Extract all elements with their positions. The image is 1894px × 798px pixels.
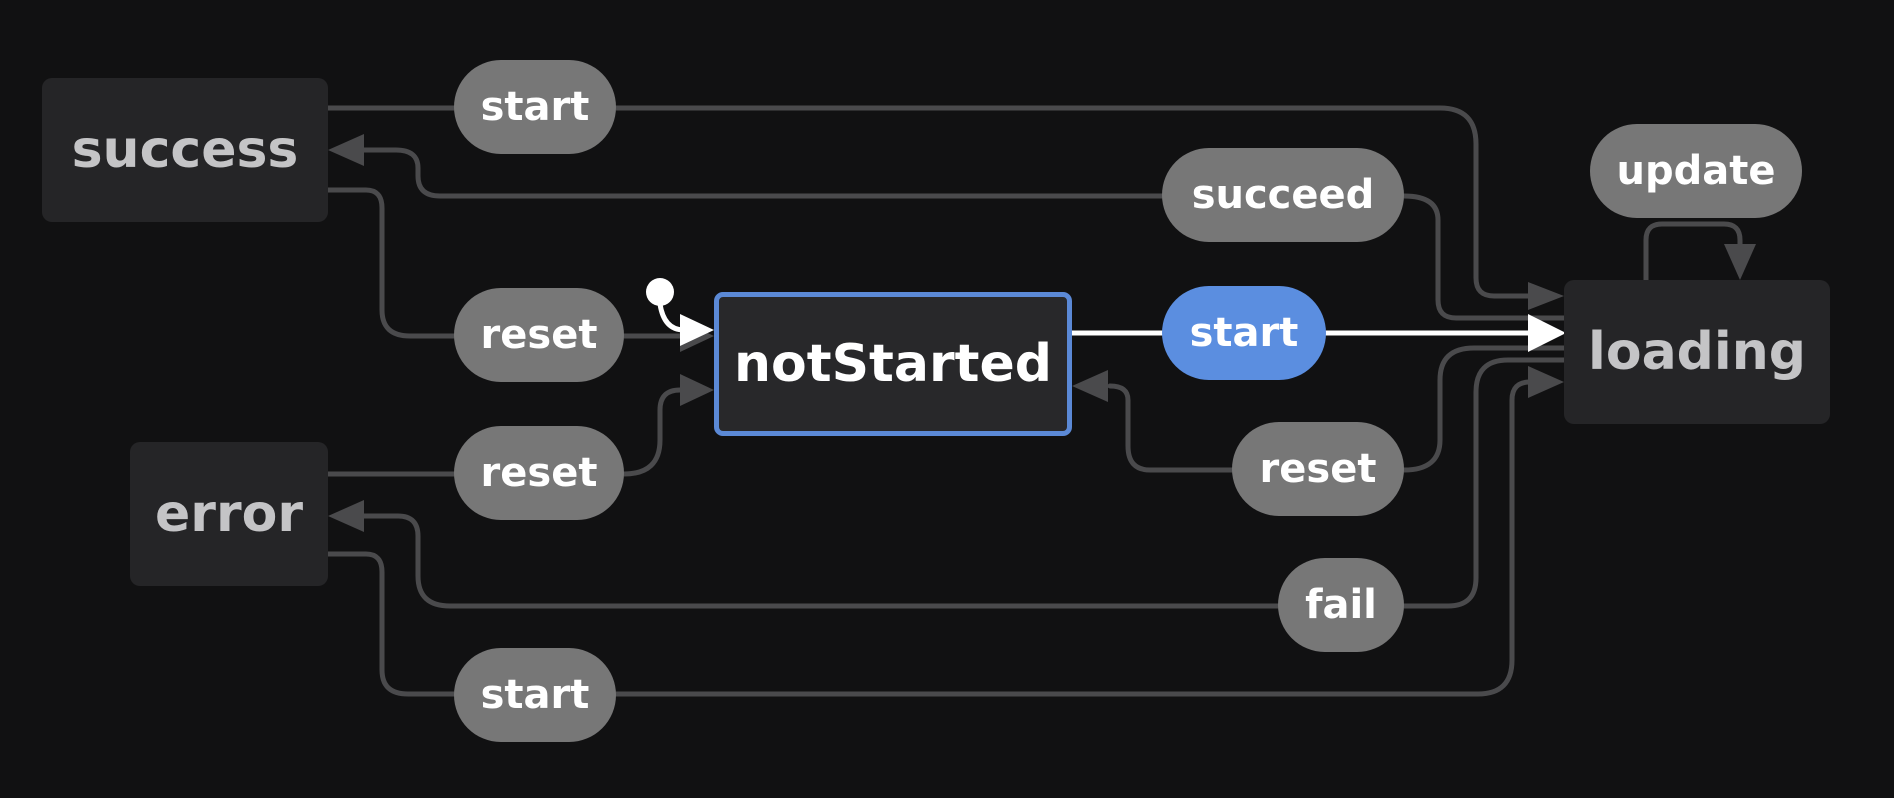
state-loading-label: loading	[1588, 322, 1806, 382]
state-success-label: success	[71, 120, 299, 180]
edge-loading-update-self	[1643, 221, 1743, 283]
event-update[interactable]: update	[1590, 124, 1802, 218]
arrowhead-success	[328, 134, 364, 166]
state-notstarted-label: notStarted	[734, 334, 1052, 394]
edge-error-reset-notstarted	[325, 387, 683, 477]
event-reset-loading-to-notstarted[interactable]: reset	[1232, 422, 1404, 516]
edge-success-start-loading	[325, 105, 1531, 299]
arrowhead-loading-1	[1528, 282, 1564, 310]
event-reset-error-to-notstarted[interactable]: reset	[454, 426, 624, 520]
edge-loading-fail-error	[359, 357, 1567, 609]
edge-error-start-loading	[325, 379, 1533, 697]
event-label: reset	[480, 312, 598, 358]
event-succeed[interactable]: succeed	[1162, 148, 1404, 242]
initial-state-marker	[646, 278, 714, 346]
event-start-success-to-loading[interactable]: start	[454, 60, 616, 154]
event-label: start	[480, 84, 590, 130]
state-error[interactable]: error	[130, 442, 328, 586]
event-label: fail	[1305, 582, 1377, 628]
arrowhead-loading-active	[1528, 314, 1566, 352]
state-success[interactable]: success	[42, 78, 328, 222]
event-start-notstarted-to-loading[interactable]: start	[1162, 286, 1326, 380]
edge-success-reset-notstarted	[325, 187, 683, 339]
arrowhead-notstarted-3	[1072, 370, 1108, 402]
edge-loading-reset-notstarted	[1107, 345, 1567, 473]
state-notstarted[interactable]: notStarted	[714, 292, 1072, 436]
event-label: succeed	[1191, 172, 1375, 218]
state-error-label: error	[155, 484, 303, 544]
event-reset-success-to-notstarted[interactable]: reset	[454, 288, 624, 382]
event-fail[interactable]: fail	[1278, 558, 1404, 652]
arrowhead-loading-2	[1528, 366, 1564, 398]
edge-loading-succeed-success	[359, 147, 1567, 321]
event-label: reset	[1259, 446, 1377, 492]
arrowhead-notstarted-2	[680, 374, 714, 406]
state-loading[interactable]: loading	[1564, 280, 1830, 424]
event-label: start	[1189, 310, 1299, 356]
arrowhead-update	[1724, 244, 1756, 280]
event-label: reset	[480, 450, 598, 496]
event-label: update	[1616, 148, 1776, 194]
arrowhead-error	[328, 500, 364, 532]
event-label: start	[480, 672, 590, 718]
event-start-error-to-loading[interactable]: start	[454, 648, 616, 742]
